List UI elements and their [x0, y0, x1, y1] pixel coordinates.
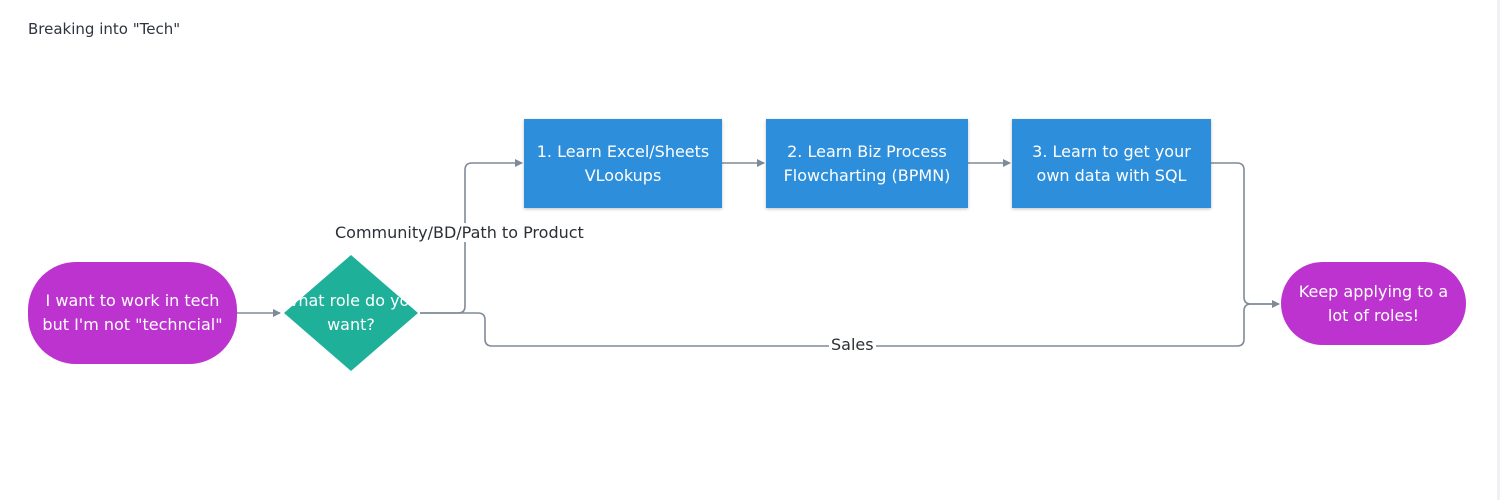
end-node-line-2: lot of roles!	[1327, 305, 1420, 325]
canvas-edge	[1497, 0, 1500, 500]
step-3-line-2: own data with SQL	[1036, 165, 1187, 185]
step-1-line-2: VLookups	[584, 165, 662, 185]
step-2-node[interactable]: 2. Learn Biz Process Flowcharting (BPMN)	[766, 119, 968, 208]
edge-label-community: Community/BD/Path to Product	[333, 223, 586, 242]
step-2-line-2: Flowcharting (BPMN)	[783, 165, 951, 185]
end-node[interactable]: Keep applying to a lot of roles!	[1281, 262, 1466, 345]
step-1-line-1: 1. Learn Excel/Sheets	[536, 141, 710, 161]
step-3-node[interactable]: 3. Learn to get your own data with SQL	[1012, 119, 1211, 208]
decision-node-label: What role do you want?	[282, 253, 420, 373]
step-3-line-1: 3. Learn to get your	[1032, 141, 1191, 161]
edge-label-sales: Sales	[829, 335, 876, 354]
start-node-line-2: but I'm not "techncial"	[42, 315, 223, 334]
diagram-title: Breaking into "Tech"	[28, 20, 181, 38]
step-2-line-1: 2. Learn Biz Process	[787, 141, 947, 161]
start-node-line-1: I want to work in tech	[45, 291, 220, 310]
end-node-line-1: Keep applying to a	[1298, 281, 1449, 301]
edge-step3-to-end	[1211, 162, 1280, 308]
decision-node[interactable]	[282, 253, 420, 373]
start-node[interactable]: I want to work in tech but I'm not "tech…	[28, 262, 237, 364]
decision-node-line-1: What role do	[282, 291, 385, 310]
decision-node-line-2: you want?	[327, 291, 420, 334]
step-1-node[interactable]: 1. Learn Excel/Sheets VLookups	[524, 119, 722, 208]
